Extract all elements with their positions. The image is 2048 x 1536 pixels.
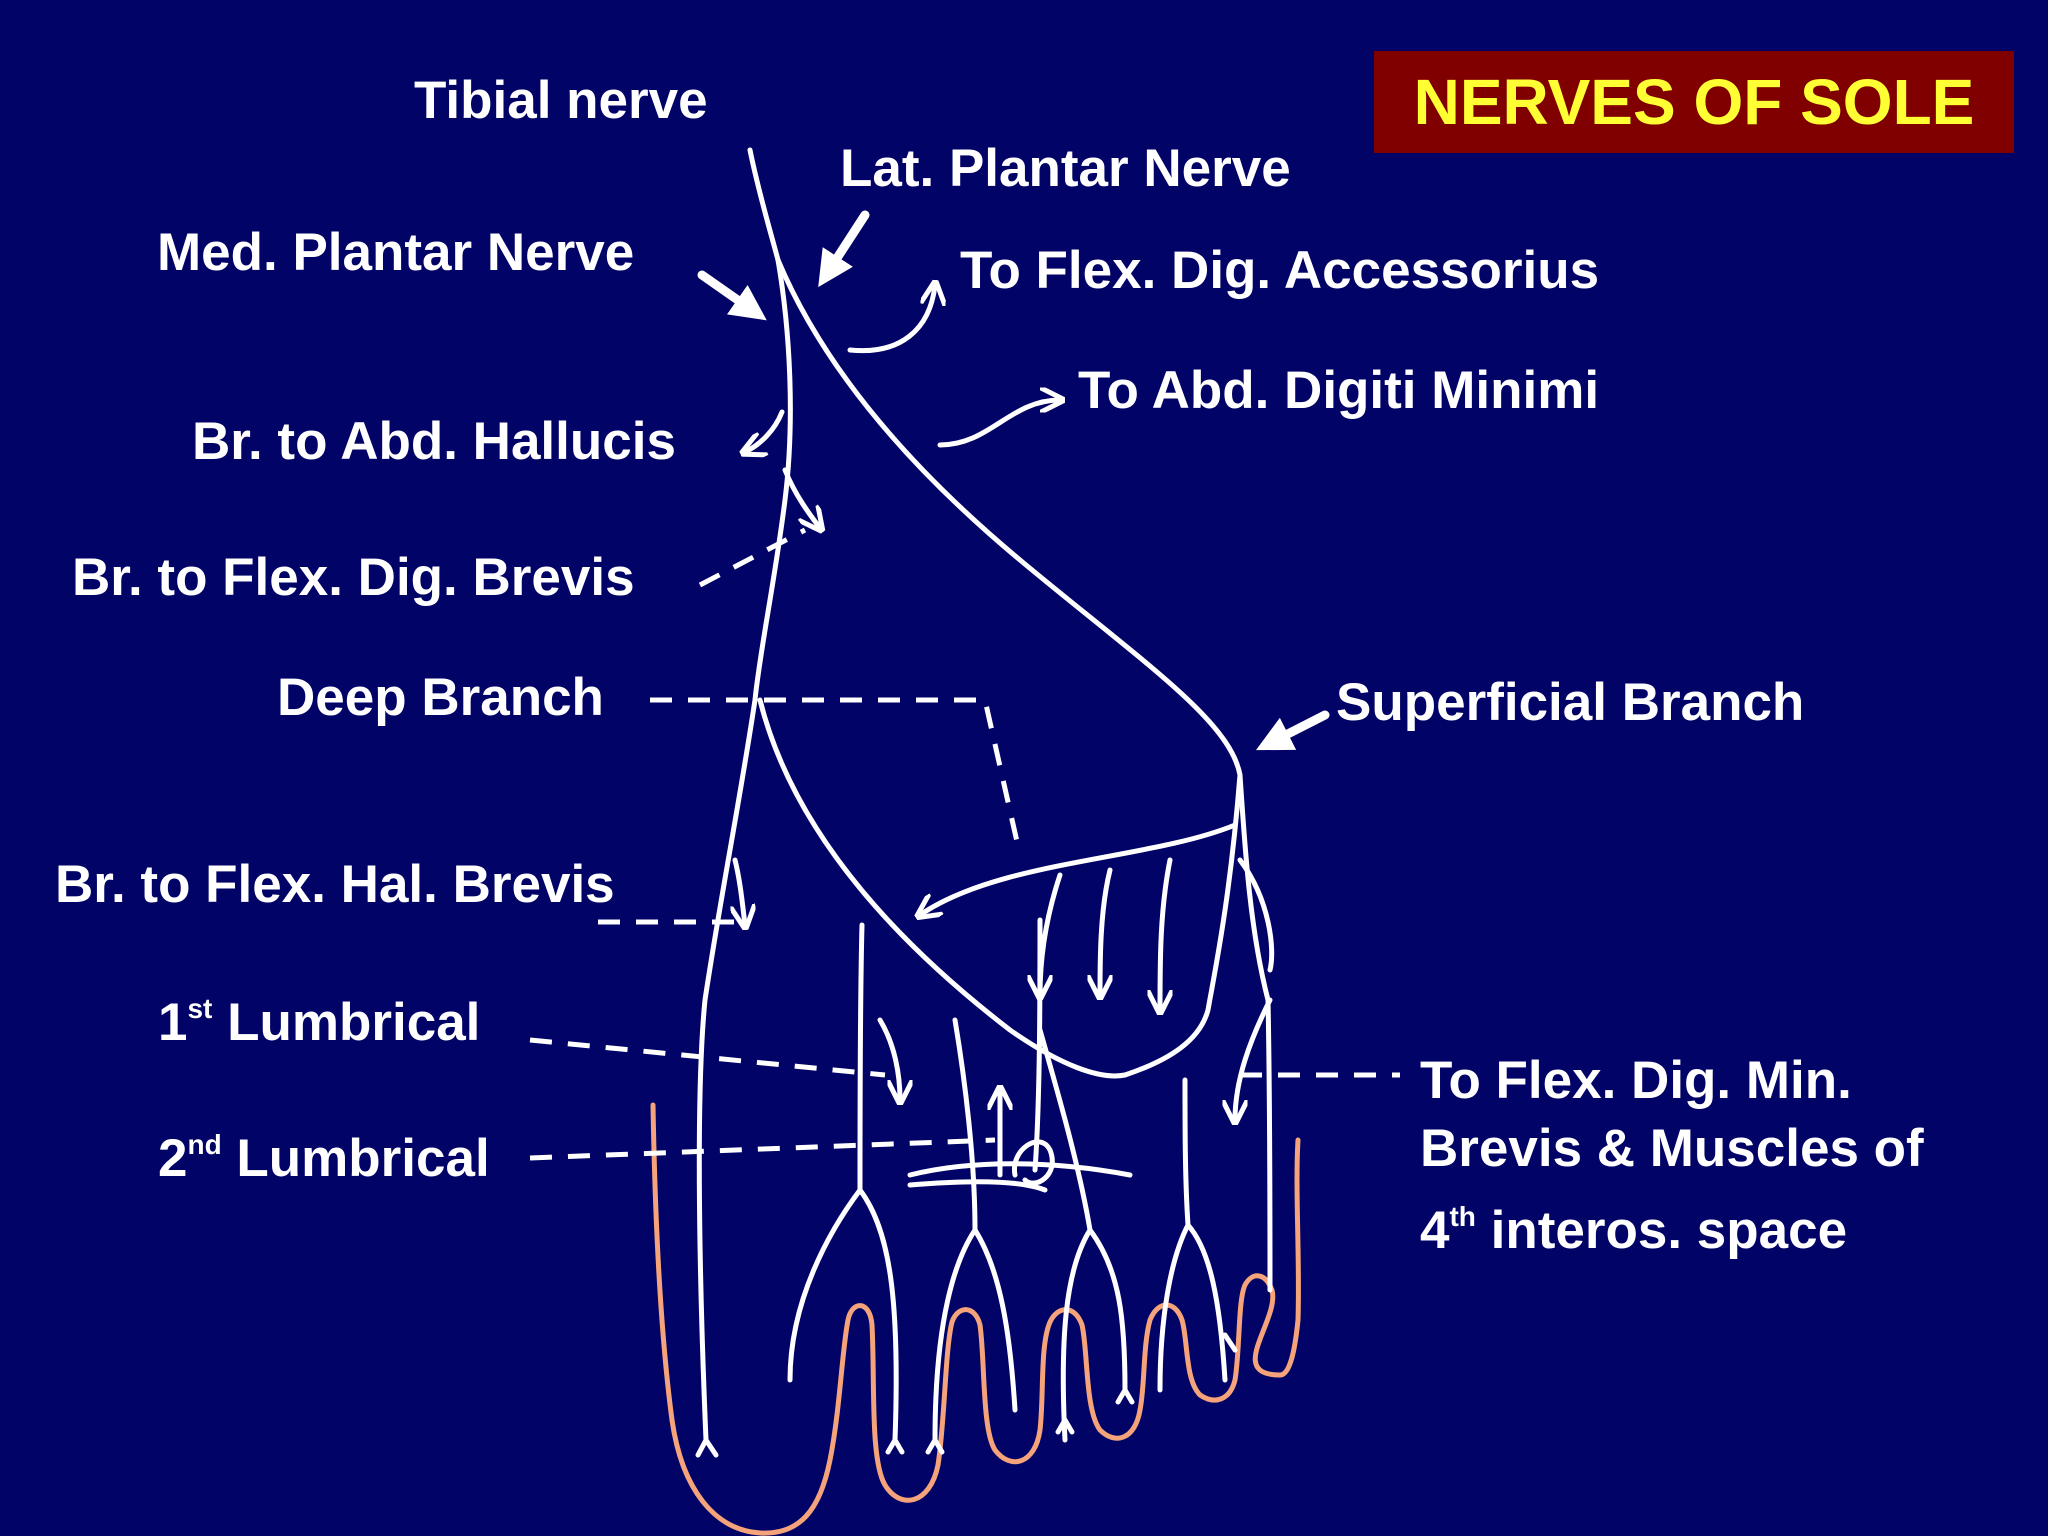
lat-plantar-pointer-arrow [818, 210, 870, 288]
label-to-flex-dig-min: To Flex. Dig. Min. Brevis & Muscles of 4… [1420, 1047, 1924, 1265]
label-to-abd-digiti-minimi: To Abd. Digiti Minimi [1078, 361, 1600, 420]
flex-dig-min-line-1: To Flex. Dig. Min. [1420, 1051, 1852, 1110]
flex-dig-min-line-3-text: interos. space [1475, 1201, 1848, 1260]
superficial-fan-branch-2 [1040, 872, 1063, 995]
label-tibial-nerve: Tibial nerve [414, 71, 708, 130]
deep-branch-loop [1012, 1139, 1055, 1186]
label-2nd-lumbrical: 2nd Lumbrical [158, 1129, 490, 1188]
digital-nerve-2 [932, 1017, 978, 1443]
label-br-to-flex-dig-brevis: Br. to Flex. Dig. Brevis [72, 548, 635, 607]
toe-tip-fork-2 [885, 1437, 905, 1455]
deep-branch-stem [1032, 917, 1043, 1173]
branch-flex-dig-brevis [782, 467, 820, 528]
toe-tip-fork-4 [1055, 1417, 1075, 1435]
digital-nerve-4b [1185, 1222, 1228, 1383]
lumbrical-2-suffix: nd [187, 1129, 222, 1160]
label-deep-branch: Deep Branch [277, 668, 604, 727]
toe-tip-fork-1 [695, 1437, 719, 1458]
superficial-fan-branch-4 [1160, 857, 1170, 1010]
label-1st-lumbrical: 1st Lumbrical [158, 993, 481, 1052]
flex-dig-brevis-leader [698, 527, 807, 588]
tibial-nerve-line [747, 147, 781, 263]
flex-dig-min-line-2: Brevis & Muscles of [1420, 1119, 1924, 1178]
label-superficial-branch: Superficial Branch [1336, 673, 1805, 732]
label-to-flex-dig-accessorius: To Flex. Dig. Accessorius [960, 241, 1600, 300]
toe-tip-fork-6 [1222, 1332, 1238, 1353]
branch-flex-hal-brevis [735, 857, 745, 925]
lumbrical-2-leader [529, 1137, 996, 1161]
title-box: NERVES OF SOLE [1374, 51, 2014, 153]
lumbrical-2-number: 2 [158, 1129, 188, 1188]
deep-branch-leader [650, 697, 1023, 856]
digital-nerve-2b [972, 1227, 1018, 1413]
superficial-branch-pointer-arrow [1255, 710, 1330, 751]
lumbrical-1-suffix: st [187, 993, 213, 1024]
label-br-to-abd-hallucis: Br. to Abd. Hallucis [192, 412, 676, 471]
deep-branch-arch-2 [907, 1179, 1048, 1193]
lumbrical-1-leader [529, 1037, 886, 1078]
label-med-plantar-nerve: Med. Plantar Nerve [157, 223, 635, 282]
branch-flex-dig-min-brevis [1235, 997, 1273, 1120]
toe-outline [650, 1102, 1301, 1536]
digital-nerve-1b [857, 1187, 899, 1443]
branch-flex-dig-accessorius [847, 285, 935, 354]
lumbrical-2-text: Lumbrical [221, 1129, 490, 1188]
label-lat-plantar-nerve: Lat. Plantar Nerve [840, 139, 1291, 198]
superficial-fan-branch-1 [920, 822, 1238, 915]
deep-branch-arc [757, 697, 1128, 1079]
flex-dig-min-line-3: 4th interos. space [1420, 1183, 1924, 1265]
medial-plantar-nerve-line [696, 257, 793, 1443]
toe-tip-fork-3 [925, 1437, 945, 1455]
lateral-plantar-nerve-line [775, 257, 1243, 778]
flex-dig-min-line-3-suffix: th [1449, 1201, 1476, 1232]
label-br-to-flex-hal-brevis: Br. to Flex. Hal. Brevis [55, 855, 615, 914]
superficial-fan-branch-5 [1237, 857, 1275, 973]
med-plantar-pointer-arrow [697, 270, 767, 321]
deep-branch-arch-1 [907, 1161, 1133, 1178]
lumbrical-1-branch [877, 1017, 900, 1100]
deep-branch-to-lat [1122, 772, 1243, 1078]
branch-abd-hallucis [745, 409, 785, 452]
lumbrical-1-text: Lumbrical [212, 993, 481, 1052]
toe-tip-fork-5 [1115, 1387, 1135, 1405]
branch-abd-digiti-minimi [937, 400, 1060, 448]
lumbrical-1-number: 1 [158, 993, 188, 1052]
page-title: NERVES OF SOLE [1413, 66, 1975, 138]
digital-nerve-3 [1037, 1027, 1093, 1443]
flex-dig-min-line-3-number: 4 [1420, 1201, 1450, 1260]
digital-nerve-3b [1087, 1227, 1128, 1393]
superficial-fan-branch-3 [1100, 867, 1110, 995]
